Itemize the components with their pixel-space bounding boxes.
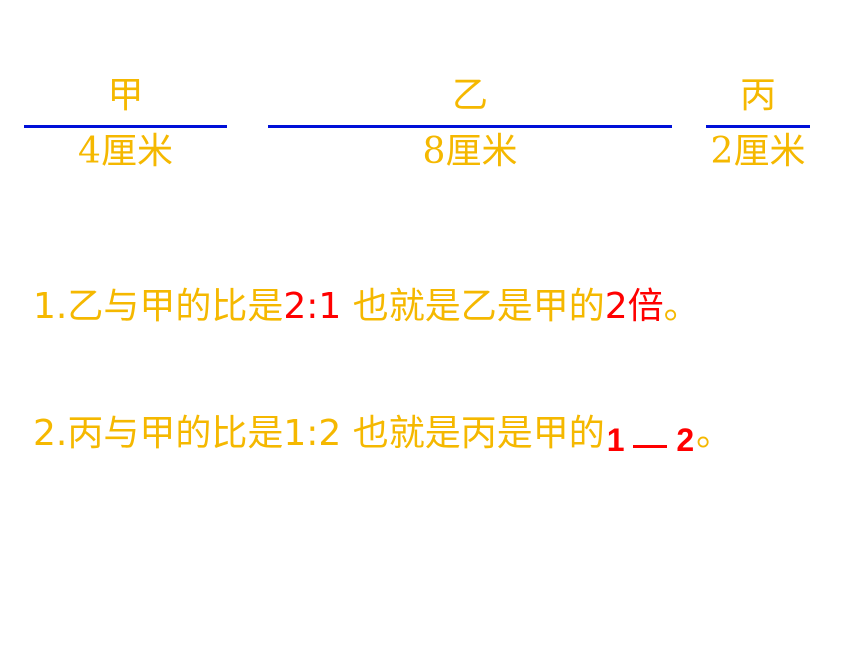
sentence-middle: 也就是乙是甲的: [341, 286, 605, 327]
sentence-prefix: 2.丙与甲的比是: [33, 413, 284, 454]
sentence-2: 2.丙与甲的比是 1:2 也就是丙是甲的 1 2 。: [33, 412, 732, 456]
ratio-value: 2:1: [283, 286, 342, 327]
segment-line: [24, 125, 227, 128]
segment-yi: 乙 8厘米: [268, 76, 672, 176]
sentence-middle: 也就是丙是甲的: [341, 413, 605, 454]
sentence-suffix: 。: [696, 413, 733, 454]
sentence-1: 1.乙与甲的比是 2:1 也就是乙是甲的 2倍 。: [33, 285, 700, 329]
fraction-numerator: 1: [606, 422, 625, 458]
ratio-value: 1:2: [283, 413, 342, 454]
sentence-suffix: 。: [663, 286, 700, 327]
segment-length: 8厘米: [422, 131, 518, 172]
segment-length: 4厘米: [78, 131, 173, 172]
fraction-denominator: 2: [676, 422, 695, 458]
segment-jia: 甲 4厘米: [24, 76, 227, 176]
segment-bing: 丙 2厘米: [706, 76, 810, 176]
segment-label: 乙: [451, 75, 488, 116]
multiple-value: 2倍: [604, 286, 664, 327]
fraction-bar: [633, 445, 668, 448]
segment-line: [268, 125, 672, 128]
segment-label: 甲: [107, 75, 144, 116]
fraction: 1 2: [606, 422, 695, 458]
segment-length: 2厘米: [710, 131, 806, 172]
segment-line: [706, 125, 810, 128]
sentence-prefix: 1.乙与甲的比是: [33, 286, 284, 327]
segment-label: 丙: [739, 75, 776, 116]
